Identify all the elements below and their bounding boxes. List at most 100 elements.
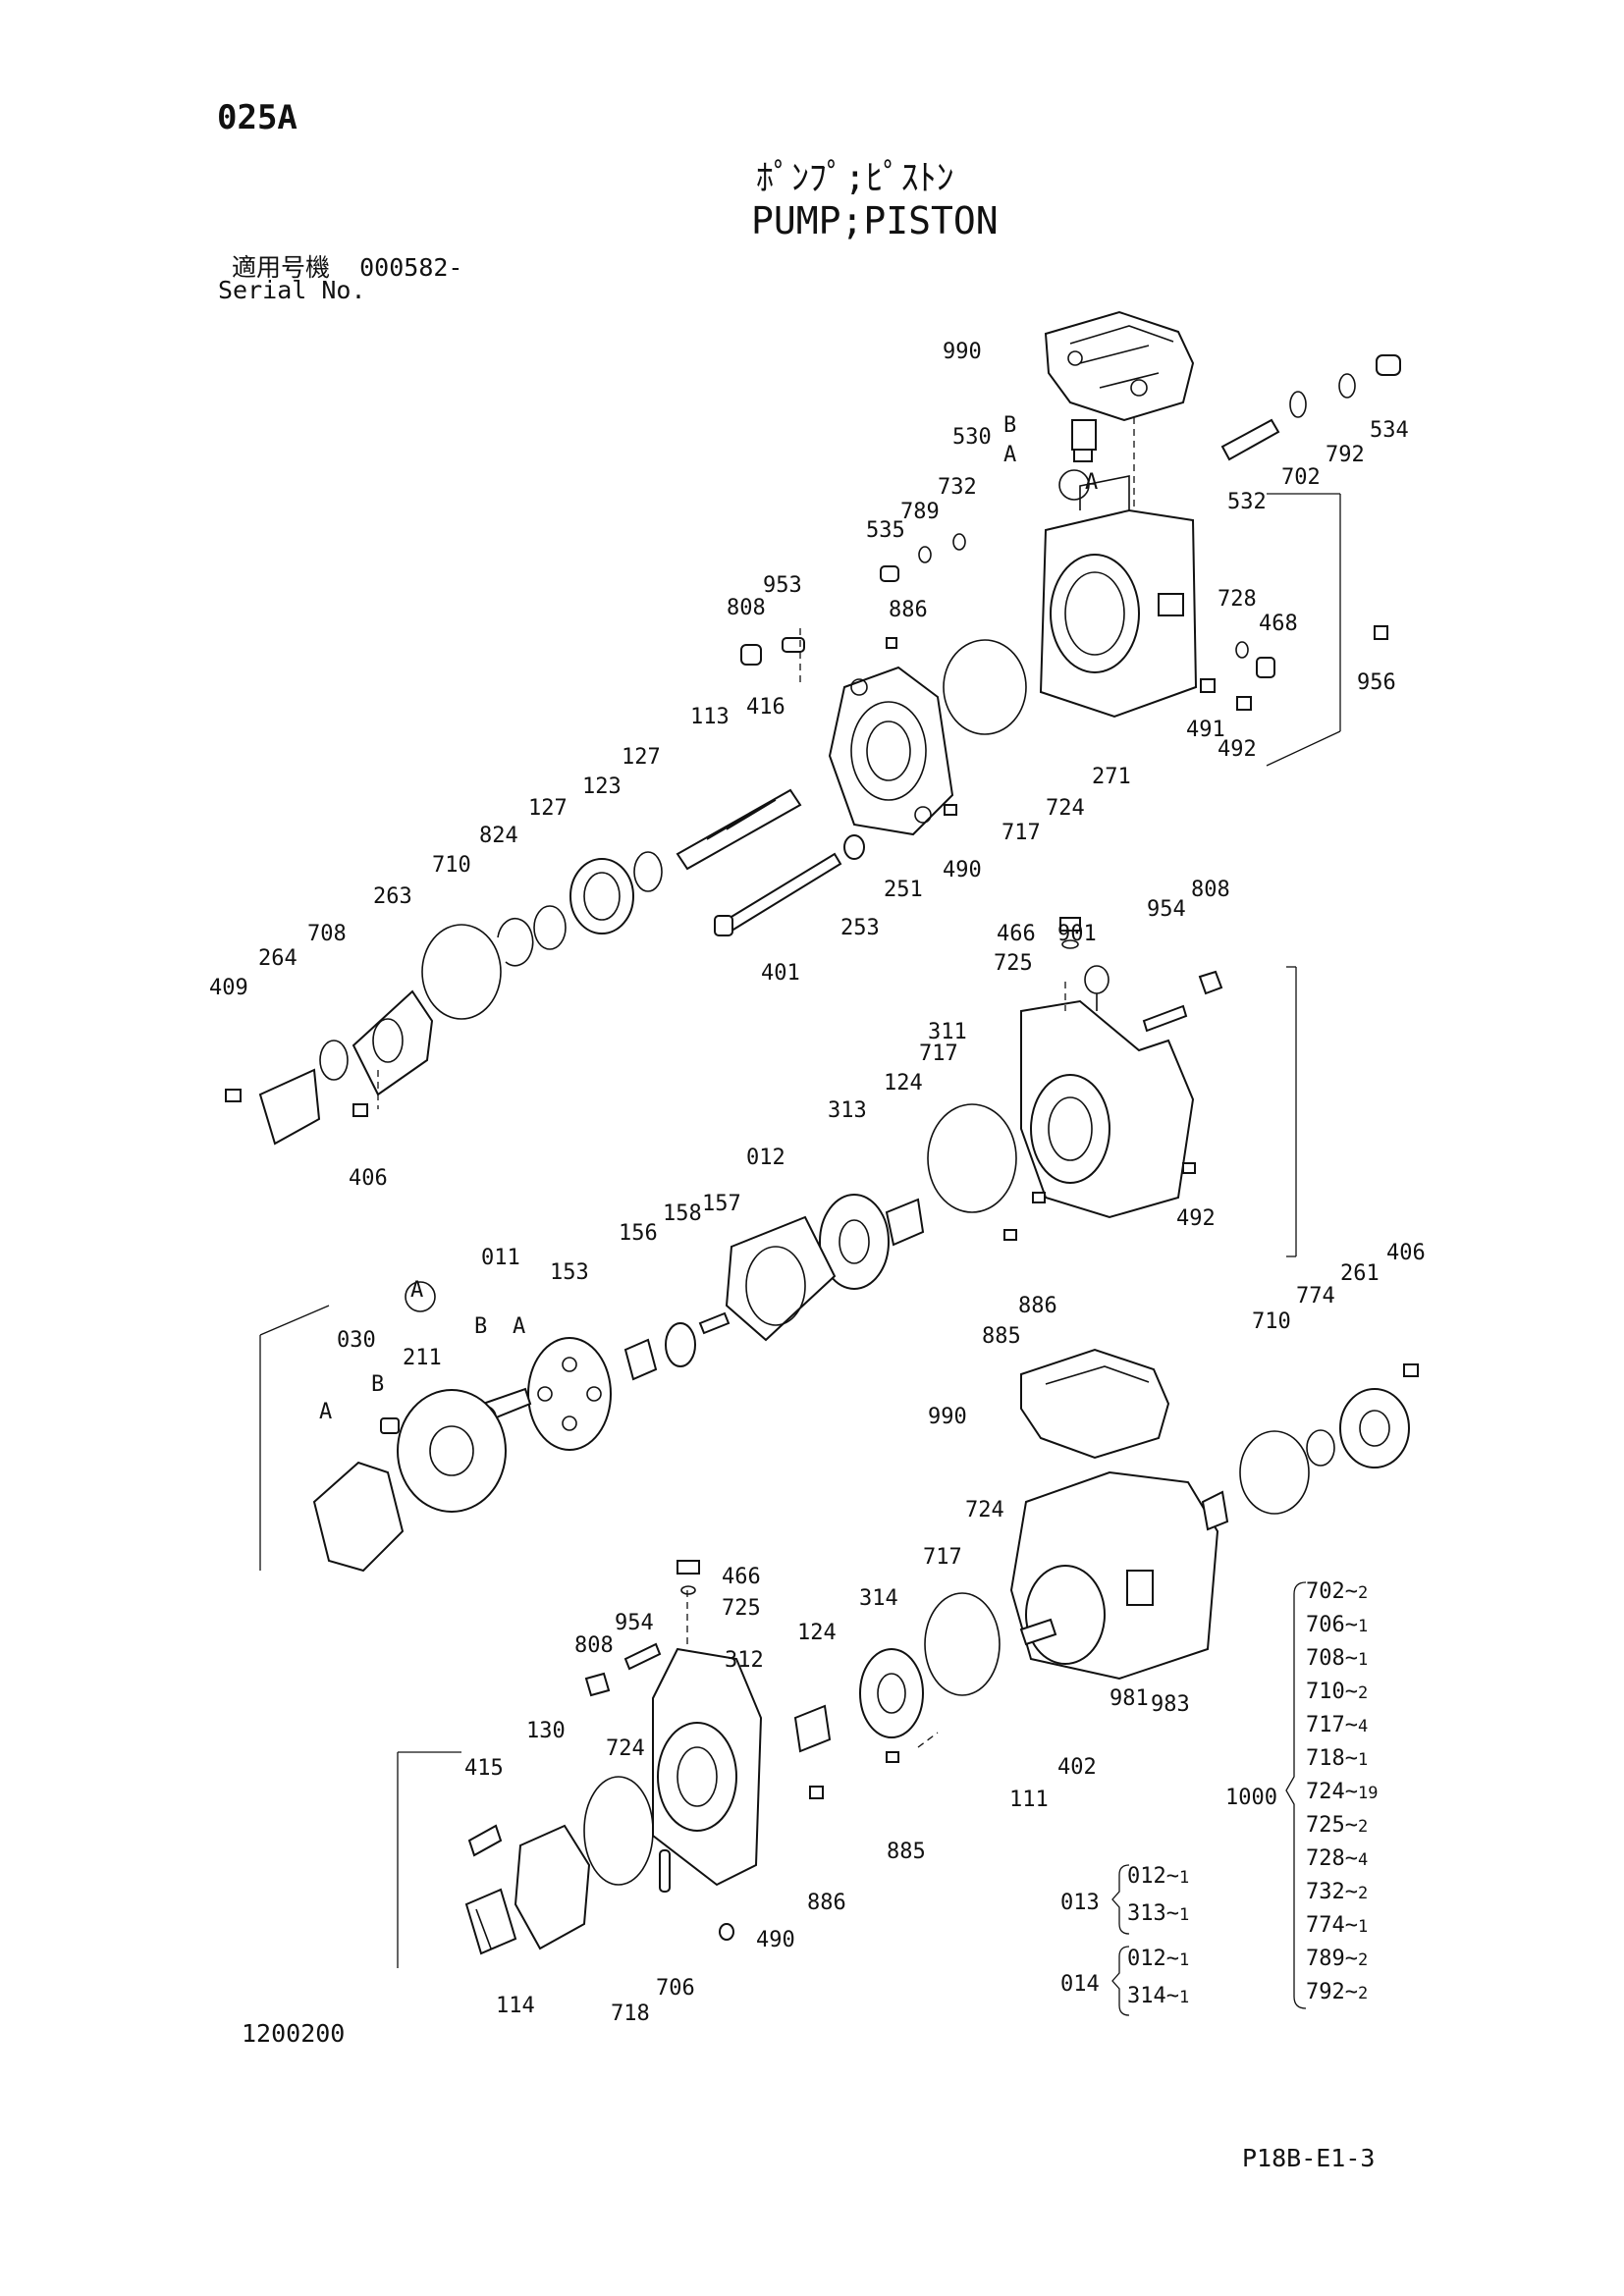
title-english: PUMP;PISTON	[751, 199, 999, 242]
seal-cover-263	[352, 989, 434, 1096]
callout-label: 156	[619, 1221, 658, 1246]
stud-954-lower	[623, 1642, 662, 1671]
spring-157	[698, 1311, 731, 1335]
valve-plate-313	[819, 1194, 890, 1290]
swash-plate-030	[312, 1417, 405, 1573]
callout-label: 314	[859, 1586, 898, 1611]
kit-item: 012~1	[1127, 1864, 1189, 1889]
kit-item: 710~2	[1306, 1680, 1368, 1704]
callout-label: 264	[258, 946, 298, 971]
ring-774	[1306, 1429, 1335, 1467]
plug-490-lower	[719, 1923, 734, 1941]
retainer-plate-153	[527, 1337, 612, 1451]
plug-490-top	[944, 804, 957, 816]
kit-item: 706~1	[1306, 1613, 1368, 1637]
bolt-406-top	[352, 1103, 368, 1117]
title-japanese: ﾎﾟﾝﾌﾟ;ﾋﾟｽﾄﾝ	[756, 158, 954, 198]
callout-label: 724	[965, 1498, 1004, 1522]
kit-item: 012~1	[1127, 1947, 1189, 1971]
kit-1000-number: 1000	[1225, 1786, 1277, 1810]
callout-label: 492	[1176, 1206, 1216, 1231]
kit-item: 313~1	[1127, 1901, 1189, 1926]
callout-label: 124	[797, 1621, 837, 1645]
complete-pump-unit	[1009, 1470, 1229, 1681]
callout-label: 724	[606, 1736, 645, 1761]
callout-label: 114	[496, 1994, 535, 2018]
snap-ring-824	[497, 917, 534, 967]
pump-housing-271	[1039, 475, 1198, 719]
callout-label: 253	[840, 916, 880, 940]
callout-label: B	[371, 1372, 384, 1397]
o-ring-717-mid	[927, 1103, 1017, 1213]
shaft-seal-261	[1339, 1388, 1410, 1468]
callout-label: 261	[1340, 1261, 1380, 1286]
kit-item: 724~19	[1306, 1780, 1378, 1804]
callout-label: 789	[900, 500, 940, 524]
callout-label: 130	[526, 1719, 566, 1743]
needle-bearing-124-lower	[793, 1704, 832, 1753]
callout-label: 808	[727, 596, 766, 620]
plug-466-mid	[1059, 917, 1081, 949]
callout-label: 774	[1296, 1284, 1335, 1308]
callout-label: B	[474, 1314, 487, 1339]
callout-label: 466	[722, 1565, 761, 1589]
regulator-990-top	[1044, 310, 1195, 422]
spline-coupling-114	[464, 1888, 517, 1955]
bolt-409	[225, 1089, 242, 1102]
gear-pump-130	[514, 1824, 591, 1950]
plug-466-lower	[677, 1560, 700, 1595]
kit-item: 732~2	[1306, 1880, 1368, 1904]
serial-label-english: Serial No.	[218, 276, 366, 304]
callout-label: 271	[1092, 765, 1131, 789]
ref-circle-a-top	[1058, 469, 1090, 501]
kit-1000-bracket	[1285, 1581, 1307, 2009]
callout-label: 725	[994, 951, 1033, 976]
callout-label: 954	[615, 1611, 654, 1635]
shaft-113	[676, 788, 802, 871]
callout-label: 886	[1018, 1294, 1057, 1318]
ref-circle-a-mid	[405, 1281, 436, 1312]
alignment-lines	[259, 417, 1341, 1968]
callout-label: 468	[1259, 612, 1298, 636]
callout-label: A	[513, 1314, 525, 1339]
kit-013-number: 013	[1060, 1891, 1100, 1915]
callout-label: A	[1003, 443, 1016, 467]
serial-label-japanese: 適用号機 000582-	[232, 248, 462, 284]
callout-label: 251	[884, 878, 923, 902]
callout-label: 011	[481, 1246, 520, 1270]
callout-label: A	[319, 1400, 332, 1424]
callout-label: 416	[746, 695, 785, 720]
kit-item: 725~2	[1306, 1813, 1368, 1838]
callout-label: 490	[756, 1928, 795, 1952]
callout-label: 710	[1252, 1309, 1291, 1334]
callout-label: B	[1003, 413, 1016, 438]
callout-label: 532	[1227, 490, 1267, 514]
callout-label: 708	[307, 922, 347, 946]
o-ring-708	[319, 1040, 349, 1081]
callout-label: 717	[919, 1041, 958, 1066]
valve-block-312	[652, 1647, 763, 1887]
callout-label: 792	[1326, 443, 1365, 467]
callout-label: 728	[1218, 587, 1257, 612]
kit-item: 314~1	[1127, 1984, 1189, 2008]
valve-plate-314	[859, 1648, 924, 1738]
kit-item: 702~2	[1306, 1579, 1368, 1604]
kit-item: 792~2	[1306, 1980, 1368, 2004]
kit-item: 774~1	[1306, 1913, 1368, 1938]
callout-label: 263	[373, 884, 412, 909]
callout-label: 402	[1057, 1755, 1097, 1780]
callout-label: 808	[1191, 878, 1230, 902]
callout-label: 406	[1386, 1241, 1426, 1265]
callout-label: 491	[1186, 718, 1225, 742]
page-code: 025A	[217, 98, 298, 137]
callout-label: 990	[943, 340, 982, 364]
callout-label: A	[410, 1278, 423, 1303]
o-ring-717-top	[943, 639, 1027, 735]
callout-label: 313	[828, 1098, 867, 1123]
callout-label: 710	[432, 853, 471, 878]
o-ring-710-top	[421, 924, 502, 1020]
callout-label: 990	[928, 1405, 967, 1429]
callout-label: 886	[807, 1891, 846, 1915]
o-ring-717-lower	[924, 1592, 1001, 1696]
